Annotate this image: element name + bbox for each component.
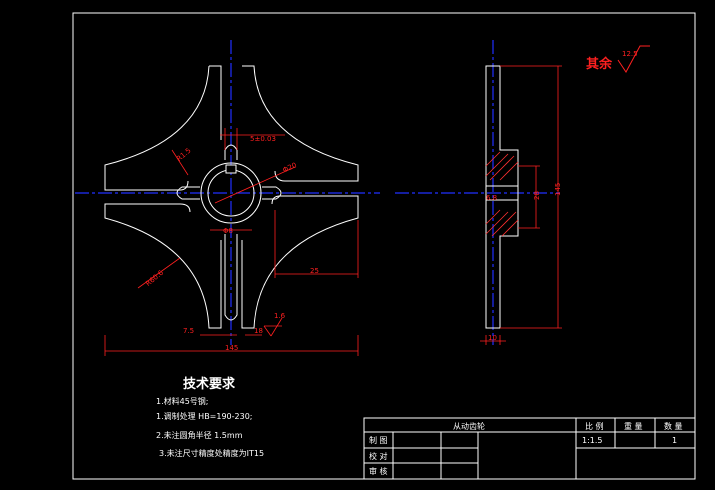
dim-outer-radius: R1.5 xyxy=(175,147,192,163)
side-view: 6.8 28 145 10 xyxy=(395,40,562,345)
slot-right xyxy=(262,186,282,200)
front-dimensions xyxy=(104,128,359,356)
roughness-icon xyxy=(617,45,650,73)
dim-keyway: 5±0.03 xyxy=(250,135,276,143)
tech-item-2: 1.调制处理 HB=190-230; xyxy=(156,411,253,421)
row-checked: 校 对 xyxy=(369,451,388,461)
keyway xyxy=(225,164,237,174)
tech-item-3: 2.未注圆角半径 1.5mm xyxy=(156,430,243,440)
dim-slot-offset: 18 xyxy=(254,327,263,335)
dim-side-height: 145 xyxy=(554,183,562,196)
side-outline xyxy=(485,65,519,329)
row-drawn: 制 图 xyxy=(369,435,388,445)
tech-requirements: 技术要求 1.材料45号钢; 1.调制处理 HB=190-230; 2.未注圆角… xyxy=(156,376,264,458)
col-qty: 数 量 xyxy=(664,421,683,431)
section-hatch xyxy=(485,151,519,237)
part-outline xyxy=(104,65,359,329)
tech-title: 技术要求 xyxy=(183,376,236,392)
dim-side-thick: 10 xyxy=(488,334,497,342)
slot-bottom xyxy=(224,234,238,321)
title-block-text: 从动齿轮 比 例 重 量 数 量 1:1.5 1 制 图 校 对 审 核 xyxy=(369,421,683,476)
dim-bore-dia: Φ8 xyxy=(223,227,233,235)
dim-arm-width: 25 xyxy=(310,267,319,275)
side-dim-text: 6.8 28 145 10 xyxy=(486,183,562,342)
scale-value: 1:1.5 xyxy=(582,436,603,445)
hub-circle xyxy=(200,162,262,224)
dim-hub-dia: Φ20 xyxy=(281,161,297,174)
front-view: 5±0.03 R1.5 Φ20 Φ8 R60.6 25 7.5 18 1.6 1… xyxy=(75,40,380,356)
surface-finish-value: 12.5 xyxy=(622,50,638,58)
dim-slot-width: 7.5 xyxy=(183,327,194,335)
dim-overall-width: 145 xyxy=(225,344,238,352)
dim-side-hub: 28 xyxy=(533,191,541,200)
slot-left xyxy=(176,186,200,200)
row-approved: 审 核 xyxy=(369,466,388,476)
part-name: 从动齿轮 xyxy=(453,421,485,431)
dim-side-small: 6.8 xyxy=(486,194,497,202)
qty-value: 1 xyxy=(672,436,677,445)
title-block xyxy=(363,417,696,480)
surface-finish-label: 其余 xyxy=(586,56,613,72)
side-dimensions xyxy=(480,65,562,345)
col-weight: 重 量 xyxy=(624,421,643,431)
surface-finish: 其余 12.5 xyxy=(586,45,650,73)
tech-item-4: 3.未注尺寸精度处精度为IT15 xyxy=(159,448,264,458)
dim-arm-radius: R60.6 xyxy=(144,268,165,288)
dim-chamfer: 1.6 xyxy=(274,312,286,320)
col-scale: 比 例 xyxy=(585,421,604,431)
tech-item-1: 1.材料45号钢; xyxy=(156,396,209,406)
